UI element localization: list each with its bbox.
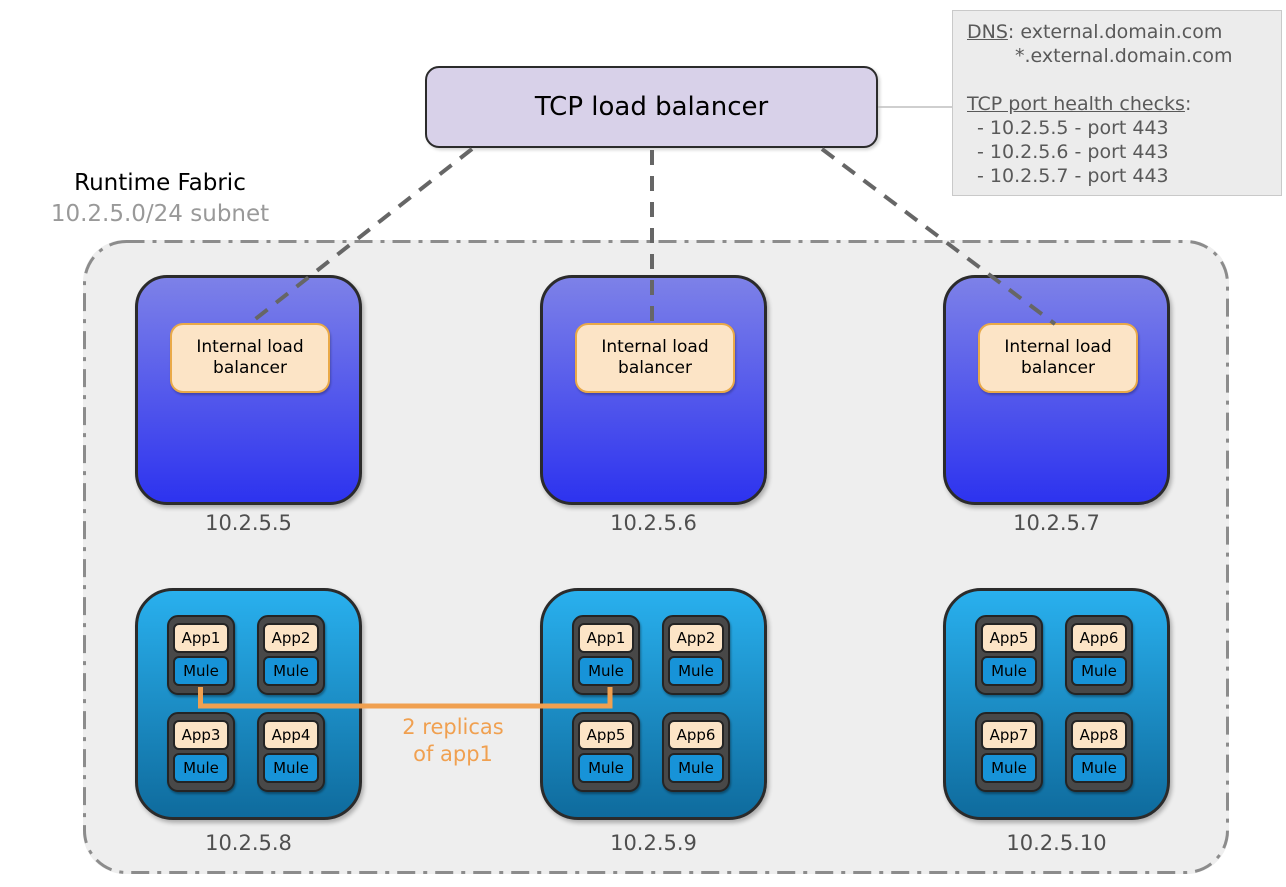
ip-label: 10.2.5.8 bbox=[205, 831, 292, 855]
dns-term: DNS bbox=[967, 21, 1008, 43]
app-chip: App6 bbox=[668, 720, 724, 750]
health-checks-title-line: TCP port health checks: bbox=[967, 92, 1271, 116]
mule-chip: Mule bbox=[981, 656, 1037, 686]
replica-annotation-line2: of app1 bbox=[413, 742, 493, 766]
replica-annotation-line1: 2 replicas bbox=[402, 715, 504, 739]
app-chip: App8 bbox=[1071, 720, 1127, 750]
mule-chip: Mule bbox=[263, 656, 319, 686]
health-checks-title: TCP port health checks bbox=[967, 93, 1185, 115]
app-chip: App5 bbox=[578, 720, 634, 750]
ip-label: 10.2.5.9 bbox=[610, 831, 697, 855]
tcp-load-balancer-node: TCP load balancer bbox=[425, 66, 878, 148]
ip-label: 10.2.5.10 bbox=[1006, 831, 1107, 855]
app-unit: App6 Mule bbox=[662, 712, 730, 792]
app-chip: App4 bbox=[263, 720, 319, 750]
app-chip: App2 bbox=[263, 623, 319, 653]
ip-label: 10.2.5.7 bbox=[1013, 511, 1100, 535]
app-unit: App5 Mule bbox=[975, 615, 1043, 695]
app-unit: App2 Mule bbox=[257, 615, 325, 695]
app-unit: App7 Mule bbox=[975, 712, 1043, 792]
app-chip: App5 bbox=[981, 623, 1037, 653]
dns-line: DNS: external.domain.com bbox=[967, 20, 1271, 44]
health-check-entry: - 10.2.5.6 - port 443 bbox=[977, 141, 1169, 163]
app-chip: App1 bbox=[173, 623, 229, 653]
health-check-entry: - 10.2.5.5 - port 443 bbox=[977, 117, 1169, 139]
mule-chip: Mule bbox=[173, 656, 229, 686]
internal-lb-node-10-2-5-6: Internal load balancer bbox=[540, 275, 767, 505]
internal-lb-label-box: Internal load balancer bbox=[170, 323, 330, 393]
runtime-fabric-subnet: 10.2.5.0/24 subnet bbox=[50, 201, 270, 227]
internal-lb-node-10-2-5-7: Internal load balancer bbox=[943, 275, 1170, 505]
app-chip: App1 bbox=[578, 623, 634, 653]
mule-chip: Mule bbox=[668, 753, 724, 783]
internal-lb-label-box: Internal load balancer bbox=[978, 323, 1138, 393]
mule-chip: Mule bbox=[263, 753, 319, 783]
health-check-entry: - 10.2.5.7 - port 443 bbox=[977, 165, 1169, 187]
worker-node-10-2-5-9: App1 Mule App2 Mule App5 Mule App6 Mule bbox=[540, 588, 767, 820]
mule-chip: Mule bbox=[578, 656, 634, 686]
mule-chip: Mule bbox=[981, 753, 1037, 783]
app-chip: App6 bbox=[1071, 623, 1127, 653]
tcp-load-balancer-label: TCP load balancer bbox=[534, 92, 769, 122]
app-unit: App8 Mule bbox=[1065, 712, 1133, 792]
info-box-spacer bbox=[967, 68, 1271, 92]
app-chip: App7 bbox=[981, 720, 1037, 750]
runtime-fabric-title: Runtime Fabric bbox=[74, 170, 246, 196]
dns-value: : external.domain.com bbox=[1007, 21, 1223, 43]
app-unit: App6 Mule bbox=[1065, 615, 1133, 695]
app-unit: App5 Mule bbox=[572, 712, 640, 792]
app-unit: App2 Mule bbox=[662, 615, 730, 695]
worker-node-10-2-5-8: App1 Mule App2 Mule App3 Mule App4 Mule bbox=[135, 588, 362, 820]
app-unit: App1 Mule bbox=[572, 615, 640, 695]
mule-chip: Mule bbox=[668, 656, 724, 686]
mule-chip: Mule bbox=[1071, 753, 1127, 783]
app-unit: App4 Mule bbox=[257, 712, 325, 792]
replica-annotation: 2 replicas of app1 bbox=[368, 714, 538, 768]
internal-lb-label-box: Internal load balancer bbox=[575, 323, 735, 393]
dns-health-check-info-box: DNS: external.domain.com *.external.doma… bbox=[952, 10, 1282, 196]
mule-chip: Mule bbox=[1071, 656, 1127, 686]
app-unit: App3 Mule bbox=[167, 712, 235, 792]
app-chip: App3 bbox=[173, 720, 229, 750]
app-chip: App2 bbox=[668, 623, 724, 653]
runtime-fabric-label: Runtime Fabric 10.2.5.0/24 subnet bbox=[30, 170, 290, 227]
worker-node-10-2-5-10: App5 Mule App6 Mule App7 Mule App8 Mule bbox=[943, 588, 1170, 820]
ip-label: 10.2.5.6 bbox=[610, 511, 697, 535]
mule-chip: Mule bbox=[173, 753, 229, 783]
mule-chip: Mule bbox=[578, 753, 634, 783]
internal-lb-node-10-2-5-5: Internal load balancer bbox=[135, 275, 362, 505]
dns-wildcard-line: *.external.domain.com bbox=[1015, 45, 1233, 67]
ip-label: 10.2.5.5 bbox=[205, 511, 292, 535]
health-checks-colon: : bbox=[1184, 93, 1192, 115]
app-unit: App1 Mule bbox=[167, 615, 235, 695]
